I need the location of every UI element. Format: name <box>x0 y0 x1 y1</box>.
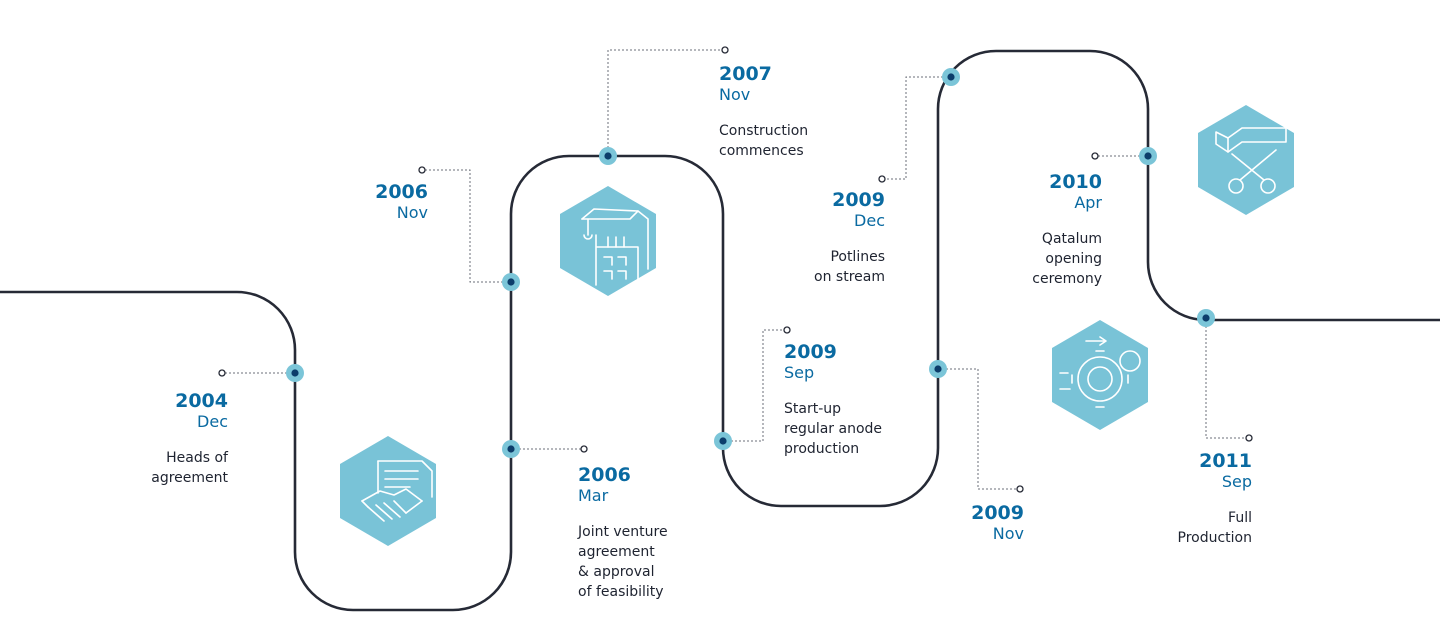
milestone-year: 2004 <box>175 390 228 412</box>
connector-end-dot <box>721 46 729 54</box>
milestone-desc-line: Start-up <box>784 401 842 417</box>
milestone-desc-line: Qatalum <box>1041 231 1102 247</box>
timeline-node <box>1197 309 1215 327</box>
milestone-year: 2009 <box>832 189 885 211</box>
milestone-desc-line: on stream <box>814 269 885 285</box>
connector-end-dot <box>418 166 426 174</box>
milestone-month: Sep <box>1221 472 1252 491</box>
milestone-desc-line: Full <box>1228 510 1252 526</box>
milestone-desc-line: production <box>784 441 860 457</box>
gears-icon <box>1052 320 1148 430</box>
connector-end-dot <box>1245 434 1253 442</box>
milestone-year: 2006 <box>578 464 631 486</box>
timeline-node <box>929 360 947 378</box>
milestone-desc-line: commences <box>719 143 804 159</box>
connector-line <box>422 169 511 283</box>
milestone-2007-nov: 2007 Nov Construction commences <box>719 63 859 161</box>
milestone-month: Nov <box>992 524 1024 543</box>
milestone-desc-line: Production <box>1177 530 1252 546</box>
connector-line <box>723 329 787 442</box>
construction-crane-icon <box>560 186 656 296</box>
milestone-desc-line: & approval <box>578 564 655 580</box>
milestone-year: 2010 <box>1049 171 1102 193</box>
milestone-2011-sep: 2011 Sep Full Production <box>1112 450 1252 548</box>
timeline-node <box>714 432 732 450</box>
timeline-node <box>942 68 960 86</box>
milestone-2004-dec: 2004 Dec Heads of agreement <box>128 390 228 488</box>
milestone-desc-line: of feasibility <box>578 584 664 600</box>
milestone-month: Dec <box>197 412 228 431</box>
milestone-2006-mar: 2006 Mar Joint venture agreement & appro… <box>578 464 718 602</box>
milestone-desc-line: regular anode <box>784 421 883 437</box>
timeline-node <box>286 364 304 382</box>
milestone-desc-line: Construction <box>719 123 809 139</box>
milestone-desc-line: opening <box>1045 251 1102 267</box>
milestone-month: Sep <box>784 363 815 382</box>
timeline-node <box>502 273 520 291</box>
milestone-desc-line: Heads of <box>166 450 228 466</box>
milestone-desc-line: ceremony <box>1032 271 1102 287</box>
connector-lines <box>218 46 1253 493</box>
milestone-year: 2011 <box>1199 450 1252 472</box>
milestone-month: Apr <box>1074 193 1102 212</box>
milestone-month: Nov <box>719 85 751 104</box>
timeline-node <box>502 440 520 458</box>
connector-line <box>1205 318 1249 439</box>
milestone-2006-nov: 2006 Nov <box>328 181 428 239</box>
milestone-2010-apr: 2010 Apr Qatalum opening ceremony <box>962 171 1102 289</box>
ribbon-scissors-icon <box>1198 105 1294 215</box>
milestone-desc-line: agreement <box>578 544 655 560</box>
milestone-2009-sep: 2009 Sep Start-up regular anode producti… <box>784 341 924 459</box>
milestone-year: 2009 <box>784 341 837 363</box>
milestone-2009-dec: 2009 Dec Potlines on stream <box>745 189 885 287</box>
milestone-2009-nov: 2009 Nov <box>924 502 1024 560</box>
milestone-year: 2006 <box>375 181 428 203</box>
connector-end-dot <box>783 326 791 334</box>
connector-end-dot <box>580 445 588 453</box>
milestone-desc-line: Potlines <box>830 249 885 265</box>
connector-end-dot <box>878 175 886 183</box>
milestone-year: 2009 <box>971 502 1024 524</box>
milestone-month: Dec <box>854 211 885 230</box>
connector-end-dot <box>1016 485 1024 493</box>
milestone-desc-line: Joint venture <box>578 524 668 540</box>
milestone-month: Mar <box>578 486 609 505</box>
connector-line <box>607 49 725 156</box>
milestone-desc-line: agreement <box>151 470 228 486</box>
connector-line <box>938 368 1020 490</box>
connector-line <box>882 76 951 180</box>
timeline-node <box>599 147 617 165</box>
connector-end-dot <box>218 369 226 377</box>
timeline-node <box>1139 147 1157 165</box>
timeline-path <box>0 49 1440 612</box>
handshake-icon <box>340 436 436 546</box>
milestone-month: Nov <box>396 203 428 222</box>
milestone-year: 2007 <box>719 63 772 85</box>
timeline-nodes <box>286 68 1215 458</box>
connector-end-dot <box>1091 152 1099 160</box>
